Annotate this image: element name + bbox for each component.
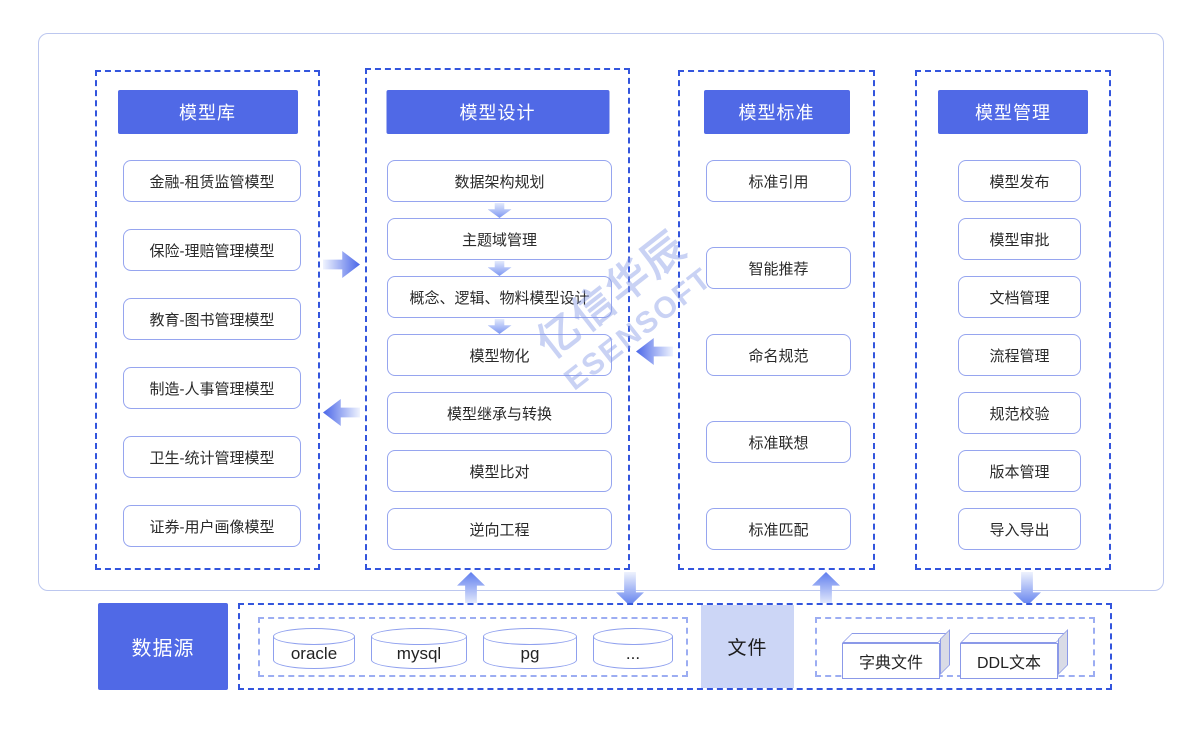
item-list: 金融-租赁监管模型 保险-理赔管理模型 教育-图书管理模型 制造-人事管理模型 … (123, 160, 301, 547)
item-box: 流程管理 (958, 334, 1081, 376)
column-model-standard: 模型标准 标准引用 智能推荐 命名规范 标准联想 标准匹配 (678, 70, 875, 570)
column-model-design: 模型设计 数据架构规划 主题域管理 概念、逻辑、物料模型设计 模型物化 模型继承… (365, 68, 630, 570)
item-box: 导入导出 (958, 508, 1081, 550)
item-list: 标准引用 智能推荐 命名规范 标准联想 标准匹配 (706, 160, 851, 550)
item-box: 标准引用 (706, 160, 851, 202)
database-cylinder-more: ... (593, 628, 673, 669)
file-3d-box-dictionary: 字典文件 (842, 643, 940, 679)
item-box: 金融-租赁监管模型 (123, 160, 301, 202)
item-box: 规范校验 (958, 392, 1081, 434)
column-header: 模型设计 (386, 90, 609, 134)
database-group: oracle mysql pg ... (258, 617, 688, 677)
item-box: 标准匹配 (706, 508, 851, 550)
column-header: 模型库 (117, 90, 298, 134)
item-box: 智能推荐 (706, 247, 851, 289)
item-box: 模型继承与转换 (387, 392, 612, 434)
flow-arrow-down-icon (487, 203, 512, 218)
datasource-box: 数据源 (98, 603, 228, 690)
item-box: 主题域管理 (387, 218, 612, 260)
file-3d-box-ddl: DDL文本 (960, 643, 1058, 679)
column-model-management: 模型管理 模型发布 模型审批 文档管理 流程管理 规范校验 版本管理 导入导出 (915, 70, 1111, 570)
column-header: 模型标准 (703, 90, 850, 134)
column-header: 模型管理 (938, 90, 1088, 134)
flow-arrow-down-icon (487, 319, 512, 334)
item-box: 标准联想 (706, 421, 851, 463)
item-box: 命名规范 (706, 334, 851, 376)
file-box: 文件 (701, 605, 794, 688)
column-model-library: 模型库 金融-租赁监管模型 保险-理赔管理模型 教育-图书管理模型 制造-人事管… (95, 70, 320, 570)
item-box: 制造-人事管理模型 (123, 367, 301, 409)
item-box: 模型审批 (958, 218, 1081, 260)
item-box: 模型发布 (958, 160, 1081, 202)
item-box: 教育-图书管理模型 (123, 298, 301, 340)
database-cylinder-pg: pg (483, 628, 577, 669)
item-box: 保险-理赔管理模型 (123, 229, 301, 271)
item-box: 模型比对 (387, 450, 612, 492)
file-type-group: 字典文件 DDL文本 (815, 617, 1095, 679)
database-cylinder-mysql: mysql (371, 628, 467, 669)
item-box: 文档管理 (958, 276, 1081, 318)
item-box: 卫生-统计管理模型 (123, 436, 301, 478)
item-box: 证券-用户画像模型 (123, 505, 301, 547)
item-list: 数据架构规划 主题域管理 概念、逻辑、物料模型设计 模型物化 模型继承与转换 模… (387, 160, 612, 550)
item-box: 概念、逻辑、物料模型设计 (387, 276, 612, 318)
item-box: 模型物化 (387, 334, 612, 376)
item-list: 模型发布 模型审批 文档管理 流程管理 规范校验 版本管理 导入导出 (958, 160, 1081, 550)
database-cylinder-oracle: oracle (273, 628, 355, 669)
item-box: 版本管理 (958, 450, 1081, 492)
flow-arrow-down-icon (487, 261, 512, 276)
item-box: 数据架构规划 (387, 160, 612, 202)
item-box: 逆向工程 (387, 508, 612, 550)
